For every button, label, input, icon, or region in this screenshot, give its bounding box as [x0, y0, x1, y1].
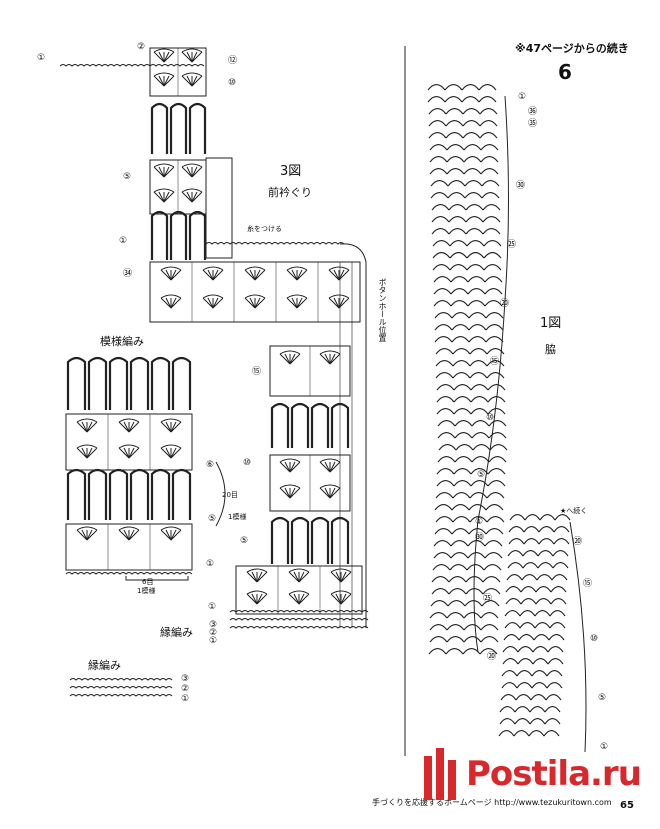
fig3-row-marker: ① — [37, 53, 46, 63]
fig1-right-row-marker: ⑤ — [598, 693, 607, 703]
fig3-row-marker: ⑮ — [252, 367, 262, 377]
pattern-row-marker: ⑥ — [206, 460, 215, 470]
pattern-title: 模様編み — [100, 335, 144, 348]
fig1-left-row-marker: ⑳ — [500, 299, 510, 309]
attach-yarn-label: 糸をつける — [247, 225, 282, 233]
pattern-row-marker: ⑤ — [208, 514, 217, 524]
buttonhole-label: ボタンホール位置 — [378, 278, 387, 342]
fig3-row-marker: ⑫ — [228, 56, 238, 66]
fig3-row-marker: ㉞ — [123, 269, 133, 279]
edging-row-marker: ③ — [181, 674, 190, 684]
fig3-row-marker: ⑤ — [123, 172, 132, 182]
section-number: 6 — [558, 60, 572, 84]
fig1-right-row-marker: ⑳ — [573, 537, 583, 547]
edging-row-marker: ② — [181, 684, 190, 694]
fig3-row-marker: ⑩ — [228, 78, 237, 88]
fig3-row-marker: ③ — [209, 620, 218, 630]
fig1-left-row-marker: ⑤ — [477, 470, 486, 480]
fig1-left-row-marker: ⑩ — [486, 413, 495, 423]
pattern-row-marker: ① — [206, 559, 215, 569]
postila-logo-icon — [424, 748, 456, 800]
fig1-left-row-marker: ㉚ — [475, 533, 485, 543]
fig1-right-row-marker: ⑮ — [583, 579, 593, 589]
fig1-subtitle: 脇 — [545, 343, 556, 356]
fig3-row-marker: ② — [209, 628, 218, 638]
fig3-row-marker: ① — [119, 236, 128, 246]
edging-label: 縁編み — [160, 626, 193, 639]
fig3-subtitle: 前衿ぐり — [268, 186, 312, 199]
fig3-row-marker: ① — [209, 636, 218, 646]
one-pattern-horizontal: 1模様 — [137, 587, 156, 595]
fig3-row-marker: ② — [137, 42, 146, 52]
fig1-title: 1図 — [540, 316, 562, 331]
fig3-row-marker: ① — [208, 602, 217, 612]
fig1-left-row-marker: ㊱ — [528, 107, 538, 117]
pattern-rows-label: 20目 — [222, 491, 238, 499]
chart-line-work — [59, 46, 587, 756]
fig1-left-row-marker: ⑳ — [487, 652, 497, 662]
edging-title: 縁編み — [88, 659, 121, 672]
one-pattern-vertical: 1模様 — [228, 513, 247, 521]
fig1-right-row-marker: ① — [600, 742, 609, 752]
fig1-left-row-marker: ㉕ — [483, 594, 493, 604]
fig3-row-marker: ⑤ — [240, 536, 249, 546]
postila-watermark: Postila.ru — [418, 744, 656, 824]
fig1-left-row-marker: ⑮ — [490, 357, 500, 367]
fig1-right-row-marker: ⑩ — [590, 634, 599, 644]
fig1-left-row-marker: ㉕ — [507, 240, 517, 250]
edging-row-marker: ① — [181, 694, 190, 704]
fig1-left-row-marker: ① — [475, 517, 484, 527]
continuation-note: ※47ページからの続き — [515, 42, 629, 55]
page-number: 65 — [620, 800, 634, 811]
fig3-row-marker: ⑩ — [243, 458, 252, 468]
footer-text: 手づくりを応援するホームページ http://www.tezukuritown.… — [372, 798, 612, 807]
watermark-text: Postila.ru — [466, 754, 642, 794]
pattern-sts-label: 6目 — [142, 578, 154, 586]
fig1-left-row-marker: ㉟ — [528, 119, 538, 129]
fig1-left-row-marker: ㉚ — [516, 181, 526, 191]
star-continue-note: ★へ続く — [560, 507, 588, 515]
fig1-left-row-marker: ① — [518, 92, 527, 102]
fig3-title: 3図 — [280, 164, 302, 179]
